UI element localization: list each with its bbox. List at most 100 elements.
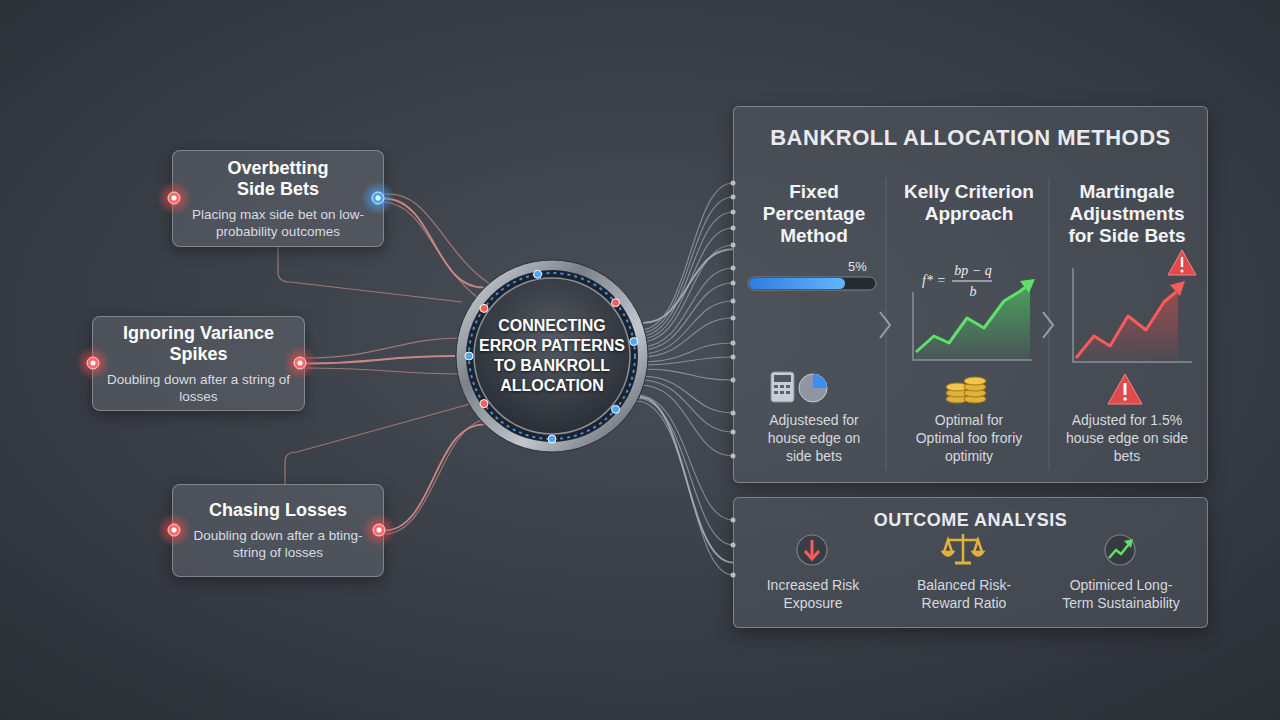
glow-dot (172, 196, 177, 201)
fraction-bar (952, 280, 992, 281)
kelly-chart (1020, 279, 1035, 293)
connector-line (643, 249, 733, 323)
panel-port-dot (731, 341, 736, 346)
pie-chart-icon (799, 374, 827, 402)
wire-strand (640, 212, 733, 336)
panel-port-dot (731, 195, 736, 200)
kelly-chart (916, 286, 1027, 352)
coins-icon (946, 389, 968, 397)
box-title: Ignoring Variance Spikes (106, 323, 291, 365)
coins-icon (964, 395, 986, 403)
martingale-chart (1073, 268, 1192, 362)
pie-chart-icon (799, 374, 827, 402)
box-description: Doubling down after a bting-string of lo… (186, 527, 371, 561)
glow-dot (298, 361, 303, 366)
risk-down-icon (797, 535, 827, 565)
percentage-value: 5% (848, 259, 878, 274)
wire-strand (305, 368, 460, 374)
panel-port-dot (731, 411, 736, 416)
risk-down-icon (805, 551, 819, 559)
column-divider (886, 178, 887, 470)
martingale-chart (1073, 268, 1192, 362)
hub-ring (456, 260, 648, 452)
glow-dot (372, 192, 384, 204)
growth-up-icon (1105, 535, 1135, 565)
progress-bar (748, 277, 876, 290)
wire-strand (640, 183, 733, 330)
warning-icon (1168, 250, 1196, 275)
hub-ring (474, 278, 630, 434)
wire-strand (636, 401, 733, 575)
risk-down-icon (797, 535, 827, 565)
glow-dot (172, 528, 177, 533)
coins-icon (946, 395, 968, 403)
growth-up-icon (1105, 535, 1135, 565)
calculator-icon (780, 385, 784, 388)
method-column: Martingale Adjustments for Side BetsAdju… (1052, 167, 1202, 477)
balance-scale-icon (973, 552, 983, 556)
glow-dot (361, 181, 395, 215)
wire-strand (285, 404, 470, 484)
martingale-chart (1170, 281, 1185, 296)
warning-icon (1108, 374, 1142, 404)
glow-dot (76, 346, 110, 380)
glow-dot (168, 524, 180, 536)
wire-strand (640, 385, 733, 456)
panel-title: BANKROLL ALLOCATION METHODS (734, 125, 1207, 151)
calculator-icon (771, 372, 794, 402)
hub-circle-outline (455, 259, 649, 453)
hub-circle: CONNECTING ERROR PATTERNS TO BANKROLL AL… (455, 259, 649, 453)
balance-scale-icon (955, 562, 971, 565)
wire-strand (640, 380, 733, 432)
balance-scale-icon (943, 534, 983, 563)
glow-dot (362, 513, 396, 547)
panel-port-dot (731, 518, 736, 523)
balance-scale-icon (974, 540, 982, 552)
hub-light (548, 435, 556, 443)
glow-dot (87, 357, 99, 369)
connector-line (384, 425, 483, 531)
panel-port-dot (731, 181, 736, 578)
risk-down-icon (811, 540, 814, 558)
column-divider (880, 312, 890, 338)
calculator-icon (774, 375, 791, 382)
glow-dot (373, 524, 385, 536)
method-heading: Fixed Percentage Method (744, 181, 884, 247)
kelly-chart (916, 284, 1030, 360)
connector-line (384, 199, 483, 288)
panel-port-dot (731, 378, 736, 383)
wire-strand (640, 357, 733, 365)
connector-line (305, 356, 455, 364)
column-divider (1043, 312, 1053, 338)
calculator-icon (774, 385, 778, 388)
martingale-chart (1076, 290, 1178, 362)
wire-strand (278, 247, 462, 302)
wire-strand (305, 338, 460, 358)
wire-strand (384, 202, 478, 298)
wire-strand (640, 268, 733, 347)
panel-port-dot (731, 226, 736, 231)
kelly-chart (913, 279, 1035, 360)
calculator-icon (786, 391, 790, 394)
connector-line (640, 397, 733, 563)
box-title: Overbetting Side Bets (213, 158, 343, 200)
outcome-item: Balanced Risk-Reward Ratio (909, 576, 1019, 612)
glow-dot (168, 192, 180, 204)
formula-part: b (953, 284, 993, 300)
hub-light (630, 338, 638, 346)
balance-scale-icon (943, 552, 953, 556)
growth-up-icon (1124, 539, 1133, 548)
glow-dot (157, 513, 191, 547)
hub-ring (469, 273, 635, 439)
methods-panel: BANKROLL ALLOCATION METHODS Fixed Percent… (733, 106, 1208, 483)
wire-strand (640, 369, 733, 380)
panel-port-dot (731, 243, 736, 248)
method-column: Fixed Percentage Method5%Adjustesed for … (744, 167, 884, 477)
calculator-icon (786, 385, 790, 388)
error-pattern-box: Ignoring Variance SpikesDoubling down af… (92, 316, 305, 411)
martingale-chart (1076, 292, 1176, 358)
error-pattern-box: Overbetting Side BetsPlacing max side be… (172, 150, 384, 247)
hub-label: CONNECTING ERROR PATTERNS TO BANKROLL AL… (477, 316, 627, 396)
